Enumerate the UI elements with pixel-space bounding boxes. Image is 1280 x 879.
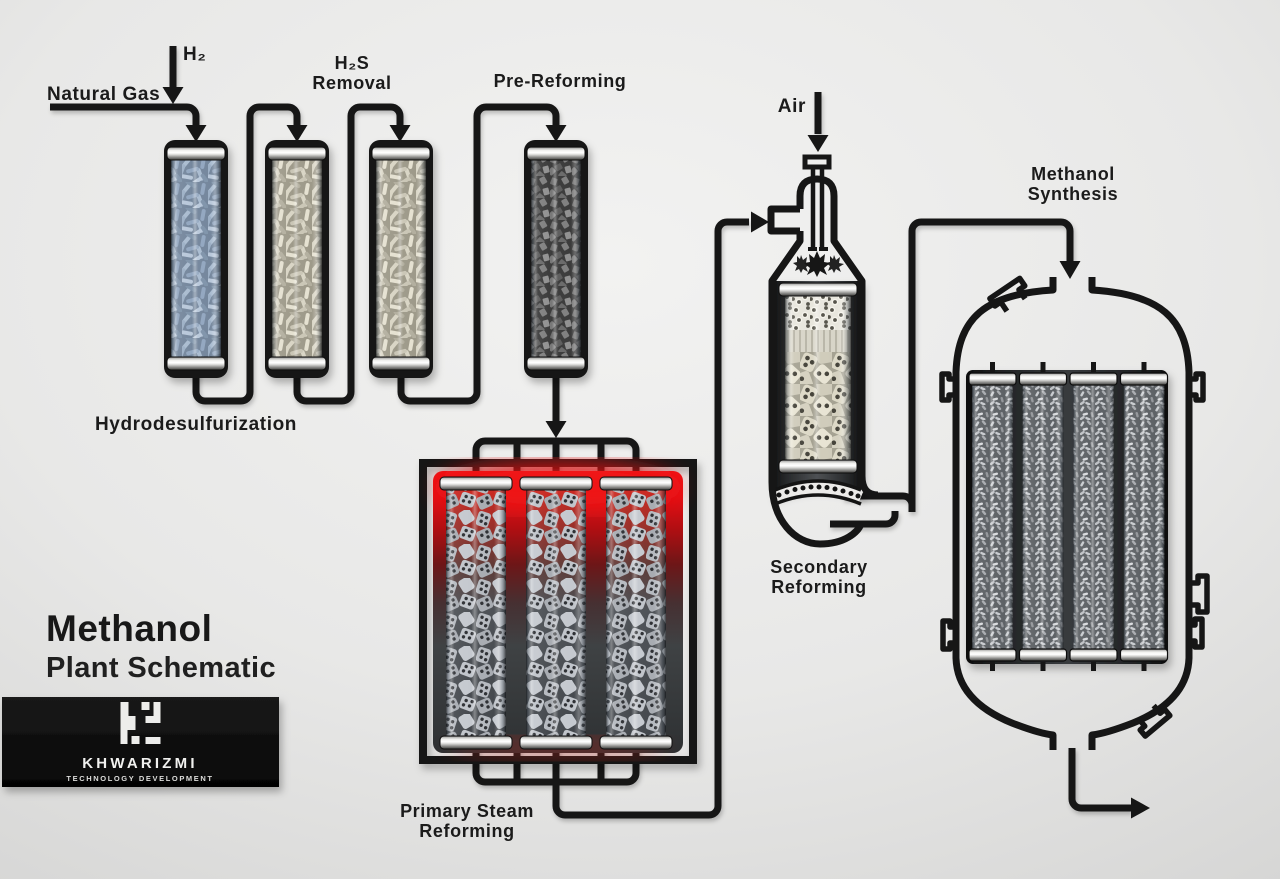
nozzle-icon	[939, 371, 958, 403]
brand-block: KHWARIZMI TECHNOLOGY DEVELOPMENT	[2, 697, 279, 787]
arrow-down-icon	[807, 135, 829, 152]
secondary-reforming-label-line2: Reforming	[771, 577, 866, 597]
pre-reforming-label: Pre-Reforming	[494, 71, 627, 91]
diagram-title-line1: Methanol	[46, 608, 212, 649]
pipe-hds-to-zno1	[192, 103, 301, 405]
arrow-down-icon	[389, 125, 411, 142]
burner-assembly	[793, 154, 844, 277]
synthesis-tube	[968, 362, 1017, 671]
brand-panel	[2, 697, 279, 787]
pipe-natural-gas-feed	[50, 103, 200, 126]
diagram-title-line2: Plant Schematic	[46, 652, 276, 684]
hydrogen-feed-label: H₂	[183, 44, 206, 65]
arrow-right-icon	[1131, 797, 1150, 819]
brand-name: KHWARIZMI	[82, 755, 197, 772]
methanol-synthesis-label-line1: Methanol	[1031, 164, 1115, 184]
h2s-removal-label-line1: H₂S	[335, 53, 370, 73]
hydrodesulfurization-vessel	[164, 140, 228, 378]
title-block: Methanol Plant Schematic	[46, 608, 276, 684]
pipe-primary-to-secondary	[552, 218, 749, 819]
reactor-nozzles	[939, 275, 1210, 739]
methanol-synthesis-reactor	[939, 275, 1210, 750]
primary-steam-reformer	[419, 459, 697, 764]
arrow-down-icon	[162, 87, 184, 104]
h2s-removal-vessel-2	[369, 140, 433, 378]
brand-tagline: TECHNOLOGY DEVELOPMENT	[66, 774, 213, 783]
secondary-shell-outline	[767, 175, 879, 548]
natural-gas-label: Natural Gas	[47, 84, 160, 105]
primary-steam-reforming-label-line2: Reforming	[419, 821, 514, 841]
tube-housing	[966, 370, 1168, 664]
air-feed-label: Air	[778, 96, 806, 117]
pipe-zno1-to-zno2	[293, 103, 404, 405]
feed-train	[164, 140, 588, 378]
labels: H₂ Natural Gas H₂S Removal Pre-Reforming…	[47, 44, 1118, 841]
flame-icon	[793, 251, 844, 277]
brand-logo-icon	[120, 702, 161, 744]
synthesis-tube	[1119, 362, 1169, 671]
nozzle-icon	[1187, 616, 1205, 650]
secondary-outlet-duct-bottom	[830, 511, 899, 528]
arrow-down-icon	[545, 421, 567, 438]
synthesis-tubes	[968, 362, 1169, 671]
arrow-right-icon	[751, 211, 769, 233]
nozzle-icon	[1136, 703, 1173, 739]
flow-arrows	[162, 87, 1150, 819]
methanol-synthesis-label-line2: Synthesis	[1028, 184, 1118, 204]
h2s-removal-vessel-1	[265, 140, 329, 378]
reformer-tube	[439, 476, 513, 750]
reformer-tube	[519, 476, 593, 750]
arrow-down-icon	[286, 125, 308, 142]
pipe-zno2-to-prereformer	[397, 103, 560, 405]
pipe-secondary-to-synthesis	[908, 218, 1074, 512]
synthesis-tube	[1018, 362, 1068, 671]
arrow-down-icon	[185, 125, 207, 142]
h2s-removal-label-line2: Removal	[312, 73, 391, 93]
reformer-tube	[599, 476, 673, 750]
pre-reformer-vessel	[524, 140, 588, 378]
nozzle-icon	[1187, 573, 1210, 615]
secondary-reforming-label-line1: Secondary	[770, 557, 867, 577]
nozzle-icon	[940, 618, 958, 652]
synthesis-tube	[1069, 362, 1118, 671]
arrow-down-icon	[545, 125, 567, 142]
primary-steam-reforming-label-line1: Primary Steam	[400, 801, 534, 821]
secondary-catalyst-basket	[778, 282, 858, 474]
secondary-reformer	[767, 154, 879, 548]
hydrodesulfurization-label: Hydrodesulfurization	[95, 414, 297, 435]
nozzle-icon	[987, 275, 1028, 313]
nozzle-icon	[1187, 371, 1206, 403]
support-arch	[772, 479, 864, 506]
arrow-down-icon	[1059, 261, 1081, 279]
pipe-methanol-product	[1068, 748, 1131, 812]
